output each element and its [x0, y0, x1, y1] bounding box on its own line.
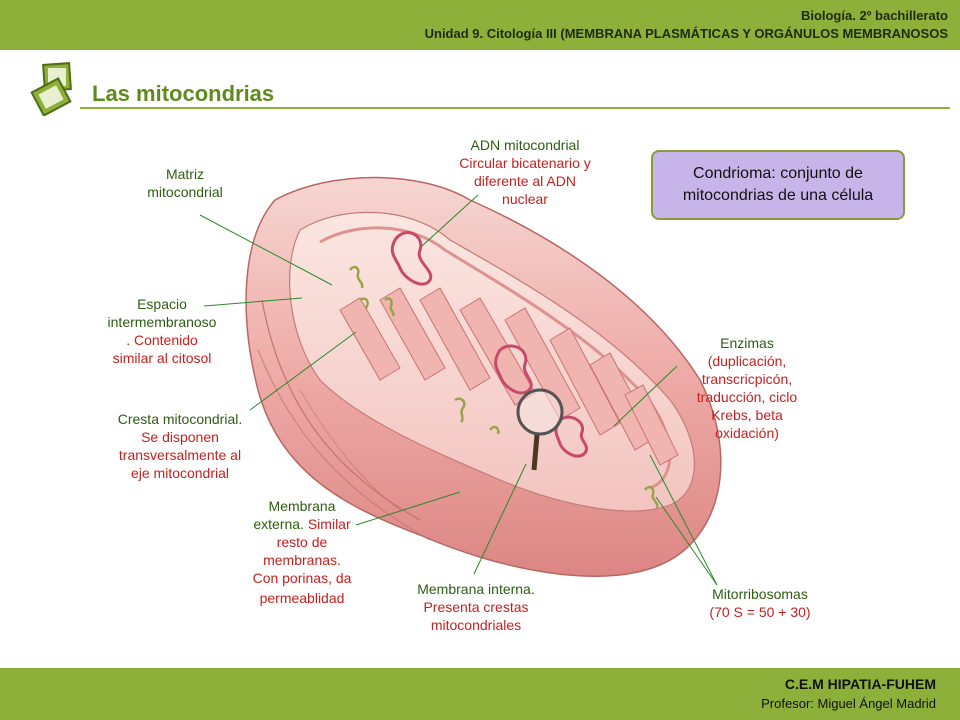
- unit-name: Unidad 9. Citología III (MEMBRANA PLASMÁ…: [424, 26, 948, 41]
- footer-bar: [0, 668, 960, 720]
- title-underline: [80, 107, 950, 109]
- magnifier-lens: [516, 388, 564, 436]
- label-cresta: Cresta mitocondrial. Se disponen transve…: [117, 411, 243, 481]
- condrioma-box: Condrioma: conjunto de mitocondrias de u…: [651, 150, 905, 220]
- slide-title: Las mitocondrias: [92, 81, 275, 106]
- course-name: Biología. 2º bachillerato: [800, 8, 948, 23]
- label-espacio-intermembranoso: Espacio intermembranoso . Contenido simi…: [107, 296, 217, 366]
- header-bar: [0, 0, 960, 50]
- teacher-name: Profesor: Miguel Ángel Madrid: [761, 696, 936, 711]
- label-membrana-interna: Membrana interna. Presenta crestas mitoc…: [417, 581, 535, 633]
- label-matriz: Matriz mitocondrial: [147, 166, 223, 200]
- label-enzimas: Enzimas (duplicación, transcricpicón, tr…: [696, 335, 798, 441]
- label-adn: ADN mitocondrial Circular bicatenario y …: [459, 137, 591, 207]
- label-membrana-externa: Membrana externa. Similar resto de membr…: [252, 498, 352, 606]
- label-mitorribosomas: Mitorribosomas (70 S = 50 + 30): [709, 586, 811, 620]
- slide-logo-icon: [30, 62, 72, 116]
- school-name: C.E.M HIPATIA-FUHEM: [784, 676, 936, 692]
